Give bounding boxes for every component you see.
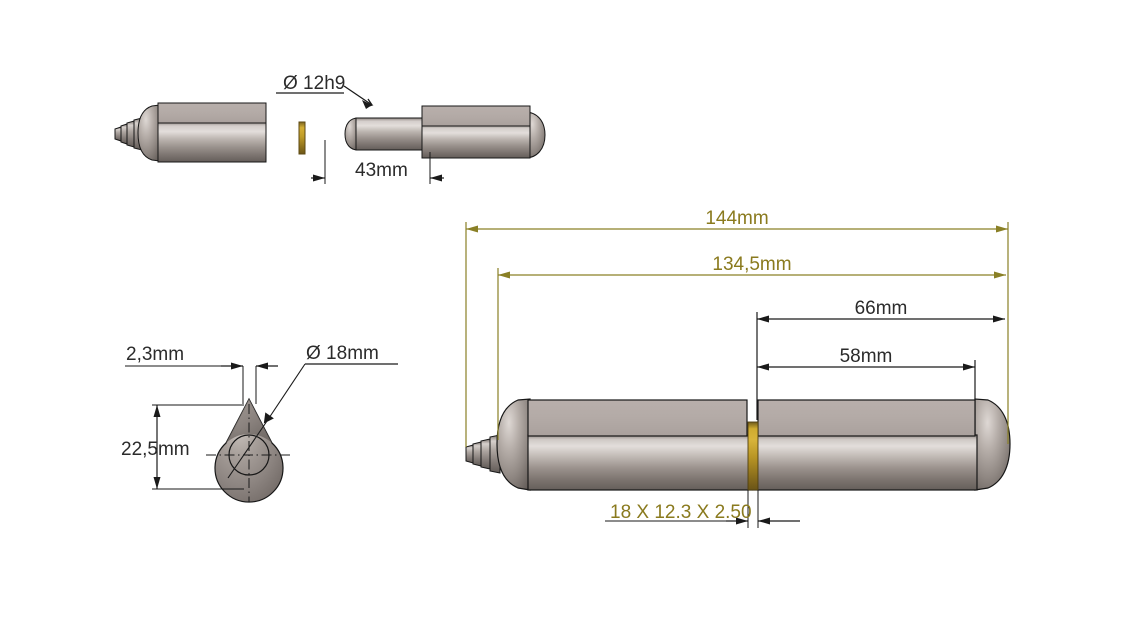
- exploded-view: [114, 85, 546, 184]
- assembled-grease-nipple: [465, 434, 501, 474]
- left-dome: [496, 398, 531, 491]
- dimension-43mm: [311, 140, 444, 184]
- bronze-thrust-washer: [747, 421, 759, 491]
- bronze-thrust-washer-exploded: [298, 121, 306, 155]
- exploded-right-leaf: [344, 105, 546, 159]
- dimension-58mm: [757, 360, 976, 400]
- left-barrel: [527, 434, 753, 491]
- dimension-washer-spec: [605, 490, 800, 528]
- label-2-3mm: 2,3mm: [126, 344, 184, 365]
- label-134-5mm: 134,5mm: [712, 254, 791, 275]
- label-22-5mm: 22,5mm: [121, 439, 190, 460]
- left-weld-plate: [527, 399, 748, 437]
- label-washer-spec: 18 X 12.3 X 2.50: [610, 502, 752, 523]
- dimension-144mm: [465, 222, 1009, 447]
- bore-diameter-leader: [227, 363, 398, 479]
- label-58mm: 58mm: [840, 346, 893, 367]
- right-dome: [974, 398, 1011, 491]
- right-weld-plate: [757, 399, 976, 437]
- right-barrel: [752, 434, 978, 491]
- dimension-2-3mm: [125, 362, 278, 404]
- pin-diameter-leader: [276, 85, 374, 109]
- dimension-labels: Ø 12h9 43mm 2,3mm Ø 18mm 22,5mm 144mm 13…: [121, 73, 907, 523]
- assembled-view: [465, 222, 1011, 528]
- label-66mm: 66mm: [855, 298, 908, 319]
- dimension-66mm: [756, 312, 1005, 420]
- label-144mm: 144mm: [705, 208, 768, 229]
- label-pin-diameter: Ø 12h9: [283, 73, 345, 94]
- section-view: [125, 362, 398, 503]
- centerline-cross: [206, 404, 293, 502]
- label-bore-diameter: Ø 18mm: [306, 343, 379, 364]
- exploded-left-leaf: [137, 102, 267, 163]
- dimension-134-5mm: [497, 268, 1006, 440]
- label-43mm: 43mm: [355, 160, 408, 181]
- dimension-22-5mm: [152, 404, 244, 490]
